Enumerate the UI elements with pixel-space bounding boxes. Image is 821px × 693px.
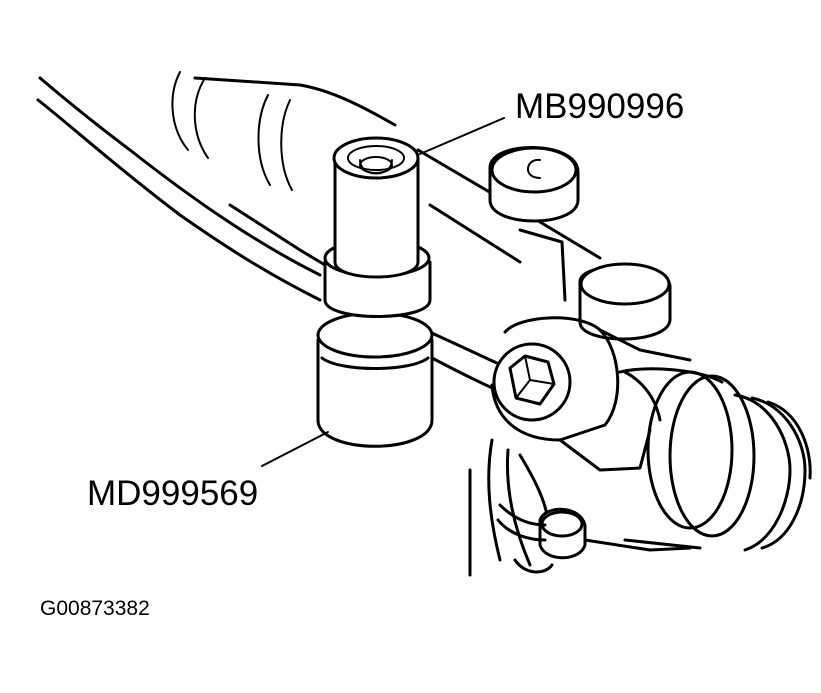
tool-mb990996 <box>323 136 432 318</box>
label-tool-upper: MB990996 <box>515 87 685 126</box>
figure-id: G00873382 <box>40 597 150 620</box>
label-tool-lower: MD999569 <box>87 474 259 513</box>
upper-cap <box>488 146 580 302</box>
leader-line-upper <box>419 117 505 155</box>
rack-boot <box>618 367 812 552</box>
right-cap <box>578 262 692 362</box>
tool-md999569 <box>316 311 434 448</box>
pipe-fitting <box>496 503 692 574</box>
leader-line-lower <box>261 431 329 467</box>
